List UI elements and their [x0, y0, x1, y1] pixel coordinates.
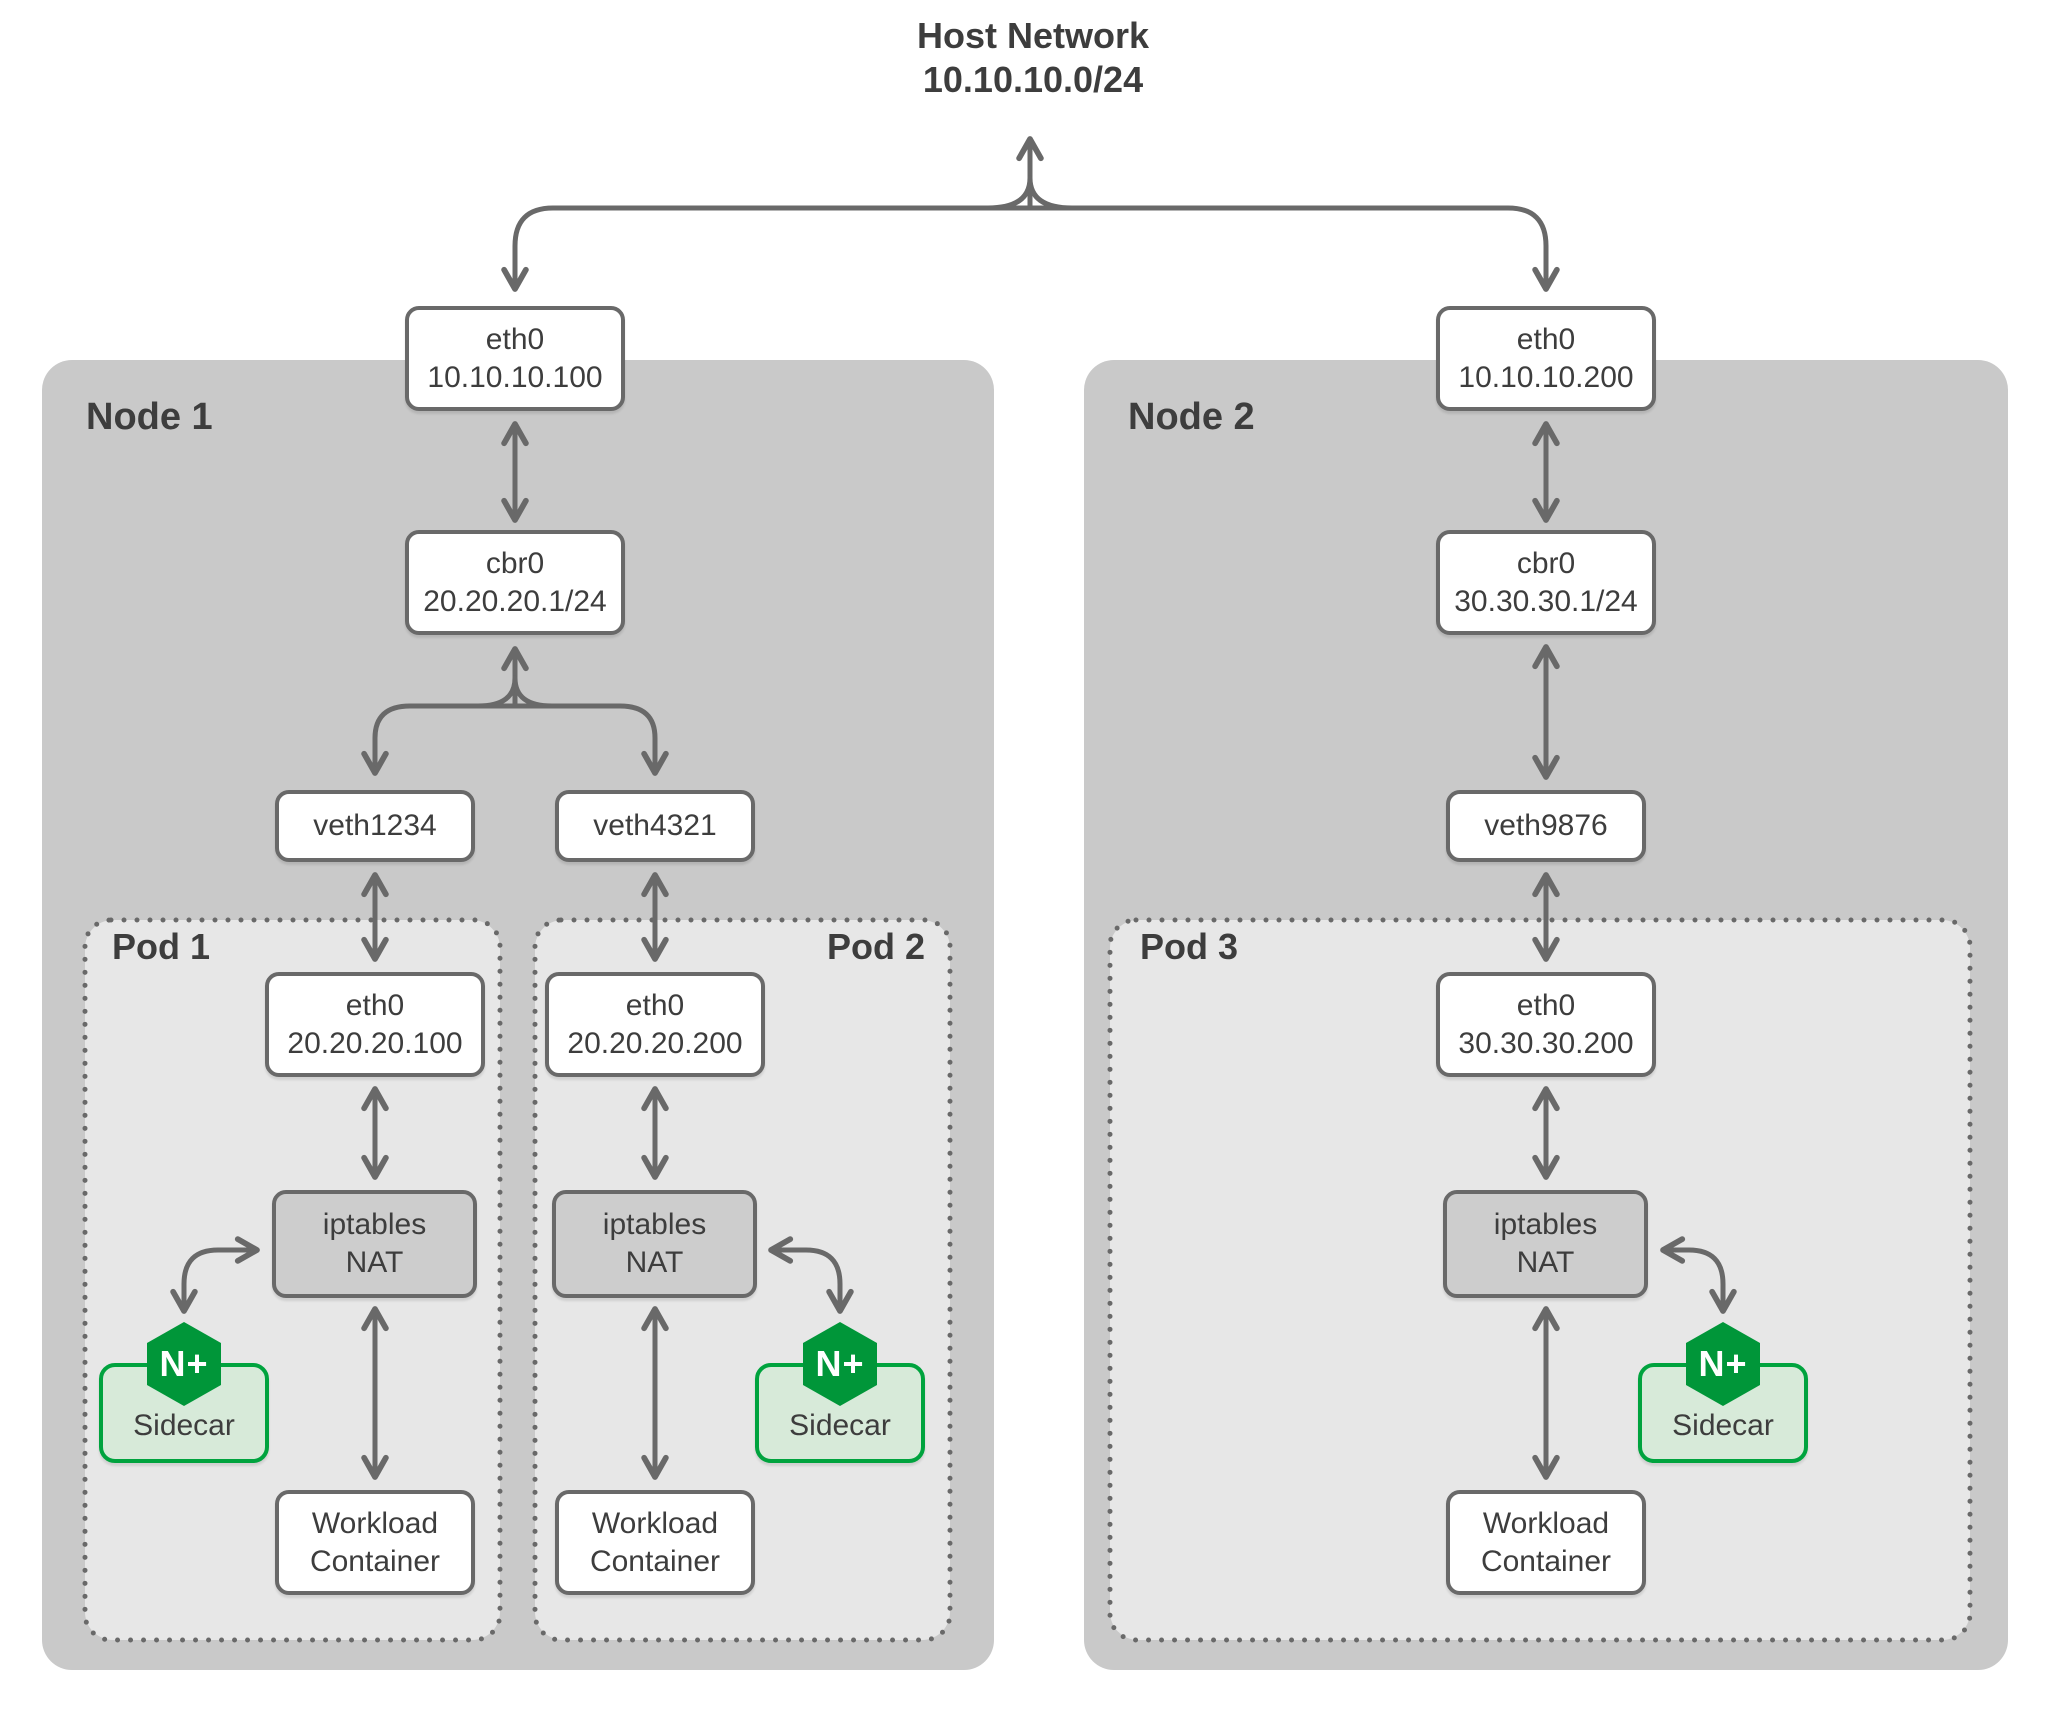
host-network-cidr: 10.10.10.0/24	[922, 59, 1144, 100]
sidecar-label: Sidecar	[133, 1409, 235, 1442]
veth-name: veth9876	[1484, 809, 1608, 842]
pod2-eth0-box: eth0 20.20.20.200	[545, 972, 765, 1077]
node2-cbr0-box: cbr0 30.30.30.1/24	[1436, 530, 1656, 635]
nat-line1: iptables	[322, 1208, 427, 1241]
workload-line1: Workload	[1482, 1506, 1610, 1540]
nat-line2: NAT	[345, 1246, 404, 1279]
pod2-iptables-nat-box: iptables NAT	[552, 1190, 757, 1298]
veth9876-box: veth9876	[1446, 790, 1646, 862]
pod3-eth0-box: eth0 30.30.30.200	[1436, 972, 1656, 1077]
pod3-workload-container-box: Workload Container	[1446, 1490, 1646, 1595]
veth-name: veth4321	[593, 809, 717, 842]
pod2-workload-container-box: Workload Container	[555, 1490, 755, 1595]
interface-ip: 10.10.10.200	[1458, 360, 1634, 394]
bridge-name: cbr0	[1516, 546, 1576, 580]
pod1-eth0-box: eth0 20.20.20.100	[265, 972, 485, 1077]
interface-ip: 20.20.20.100	[287, 1026, 463, 1060]
pod3-iptables-nat-box: iptables NAT	[1443, 1190, 1648, 1298]
pod3-label: Pod 3	[1140, 926, 1239, 967]
pod1-label: Pod 1	[112, 926, 211, 967]
bridge-cidr: 30.30.30.1/24	[1454, 584, 1638, 618]
veth4321-box: veth4321	[555, 790, 755, 862]
nat-line2: NAT	[1516, 1246, 1575, 1279]
workload-line1: Workload	[591, 1506, 719, 1540]
interface-name: eth0	[1516, 988, 1576, 1022]
workload-line2: Container	[1480, 1544, 1612, 1578]
nginx-plus-logo-text: N+	[815, 1343, 865, 1384]
interface-ip: 20.20.20.200	[567, 1026, 743, 1060]
veth-name: veth1234	[313, 809, 437, 842]
bridge-name: cbr0	[485, 546, 545, 580]
nginx-plus-logo-text: N+	[1698, 1343, 1748, 1384]
veth1234-box: veth1234	[275, 790, 475, 862]
sidecar-label: Sidecar	[1672, 1409, 1774, 1442]
node1-cbr0-box: cbr0 20.20.20.1/24	[405, 530, 625, 635]
workload-line1: Workload	[311, 1506, 439, 1540]
workload-line2: Container	[309, 1544, 441, 1578]
node1-label: Node 1	[86, 396, 213, 438]
workload-line2: Container	[589, 1544, 721, 1578]
nginx-plus-logo-text: N+	[159, 1343, 209, 1384]
interface-name: eth0	[485, 322, 545, 356]
interface-name: eth0	[625, 988, 685, 1022]
host-network-title: Host Network 10.10.10.0/24	[783, 14, 1283, 102]
node2-label: Node 2	[1128, 396, 1255, 438]
interface-ip: 30.30.30.200	[1458, 1026, 1634, 1060]
nat-line1: iptables	[602, 1208, 707, 1241]
pod1-iptables-nat-box: iptables NAT	[272, 1190, 477, 1298]
interface-name: eth0	[345, 988, 405, 1022]
interface-ip: 10.10.10.100	[427, 360, 603, 394]
nat-line2: NAT	[625, 1246, 684, 1279]
interface-name: eth0	[1516, 322, 1576, 356]
pod2-label: Pod 2	[826, 926, 925, 967]
pod1-workload-container-box: Workload Container	[275, 1490, 475, 1595]
host-network-name: Host Network	[916, 15, 1150, 56]
nat-line1: iptables	[1493, 1208, 1598, 1241]
node1-host-eth0-box: eth0 10.10.10.100	[405, 306, 625, 411]
bridge-cidr: 20.20.20.1/24	[423, 584, 607, 618]
node2-host-eth0-box: eth0 10.10.10.200	[1436, 306, 1656, 411]
sidecar-label: Sidecar	[789, 1409, 891, 1442]
